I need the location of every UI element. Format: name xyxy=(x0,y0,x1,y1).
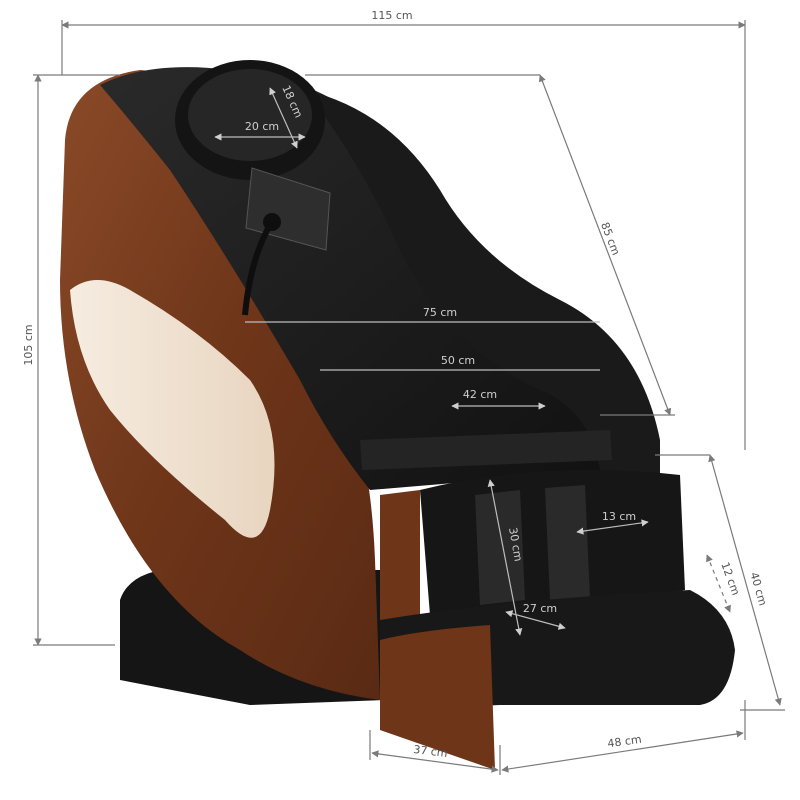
dim-foot-rest-depth: 12 cm xyxy=(718,560,742,597)
leg-rest xyxy=(380,470,735,770)
dim-base-depth-left: 37 cm xyxy=(413,743,449,760)
dim-seat-width: 50 cm xyxy=(441,354,475,367)
cream-side-panel xyxy=(70,280,275,538)
dim-foot-rest-width: 27 cm xyxy=(523,602,557,615)
dim-overall-height: 105 cm xyxy=(22,324,35,365)
dim-headrest-width: 20 cm xyxy=(245,120,279,133)
dim-backrest-length: 85 cm xyxy=(598,220,622,257)
control-tablet xyxy=(242,167,331,316)
chair-shell xyxy=(60,70,380,700)
dim-seat-inner-width: 42 cm xyxy=(463,388,497,401)
dim-base-depth-right: 48 cm xyxy=(607,733,643,751)
dim-calf-rest-height: 30 cm xyxy=(506,526,525,562)
dim-calf-rest-width: 13 cm xyxy=(602,510,636,523)
dim-overall-width: 115 cm xyxy=(371,9,412,22)
dim-shoulder-width: 75 cm xyxy=(423,306,457,319)
